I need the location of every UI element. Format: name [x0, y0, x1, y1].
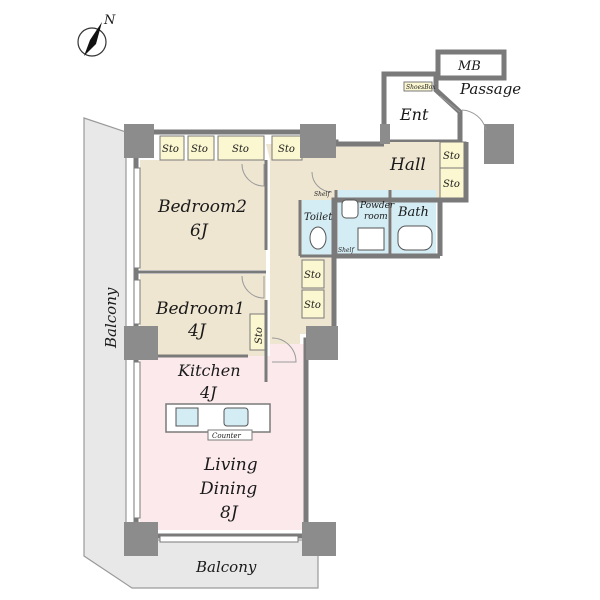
- living-line2: Dining: [199, 479, 257, 499]
- bathtub-icon: [397, 225, 433, 251]
- bedroom2-size: 6J: [190, 221, 209, 241]
- shelf-label-1: Shelf: [314, 191, 331, 198]
- door-swings: [241, 95, 487, 363]
- toilet-icon: [309, 226, 327, 250]
- passage-pillar: [484, 124, 514, 164]
- sto-label-9: Sto: [254, 327, 265, 344]
- washing-machine-icon: [357, 227, 385, 251]
- powder-line1: Powder: [359, 201, 395, 211]
- bedroom2-name: Bedroom2: [157, 197, 247, 217]
- interior-walls: [138, 160, 392, 382]
- kitchen-size: 4J: [199, 383, 218, 402]
- kitchen-name: Kitchen: [177, 361, 241, 380]
- sink-icon: [223, 407, 249, 427]
- sto-label-7: Sto: [304, 270, 321, 281]
- powder-line2: room: [364, 212, 388, 222]
- shoes-box-label: ShoesBox: [406, 84, 436, 91]
- pillars: [124, 124, 390, 556]
- bedroom1-name: Bedroom1: [155, 299, 245, 319]
- sto-corr-1: [301, 259, 325, 289]
- bath-name: Bath: [397, 205, 429, 220]
- sto-top-1: [159, 135, 185, 161]
- sto-label-1: Sto: [162, 144, 179, 155]
- balcony-bottom-name: Balcony: [195, 558, 257, 576]
- sto-label-3: Sto: [232, 144, 249, 155]
- toilet-name: Toilet: [304, 212, 333, 223]
- sto-top-2: [187, 135, 215, 161]
- living-line1: Living: [203, 455, 258, 475]
- balcony-left-name: Balcony: [102, 287, 120, 349]
- bedroom1-size: 4J: [187, 321, 207, 341]
- sto-label-8: Sto: [304, 300, 321, 311]
- ent-name: Ent: [399, 105, 429, 124]
- washbasin-icon: [341, 199, 359, 219]
- living-size: 8J: [220, 503, 239, 523]
- sto-label-4: Sto: [278, 144, 295, 155]
- counter-label: Counter: [212, 432, 242, 440]
- sto-hall-1: [439, 141, 467, 169]
- sto-label-6: Sto: [443, 179, 460, 190]
- stove-icon: [175, 407, 199, 427]
- windows: [133, 167, 299, 543]
- hall-name: Hall: [389, 155, 426, 175]
- sto-label-2: Sto: [191, 144, 208, 155]
- mb-box: [435, 49, 507, 81]
- counter-label-box: [207, 429, 253, 441]
- shoes-box: [403, 81, 433, 92]
- mb-name: MB: [457, 59, 481, 74]
- bedroom2-area: [140, 160, 266, 270]
- compass-icon: [77, 22, 107, 57]
- sto-label-5: Sto: [443, 151, 460, 162]
- shelf-label-2: Shelf: [338, 247, 355, 254]
- sto-top-3: [217, 135, 265, 161]
- passage-name: Passage: [459, 80, 521, 98]
- sto-corr-2: [301, 289, 325, 319]
- north-label: N: [103, 13, 116, 28]
